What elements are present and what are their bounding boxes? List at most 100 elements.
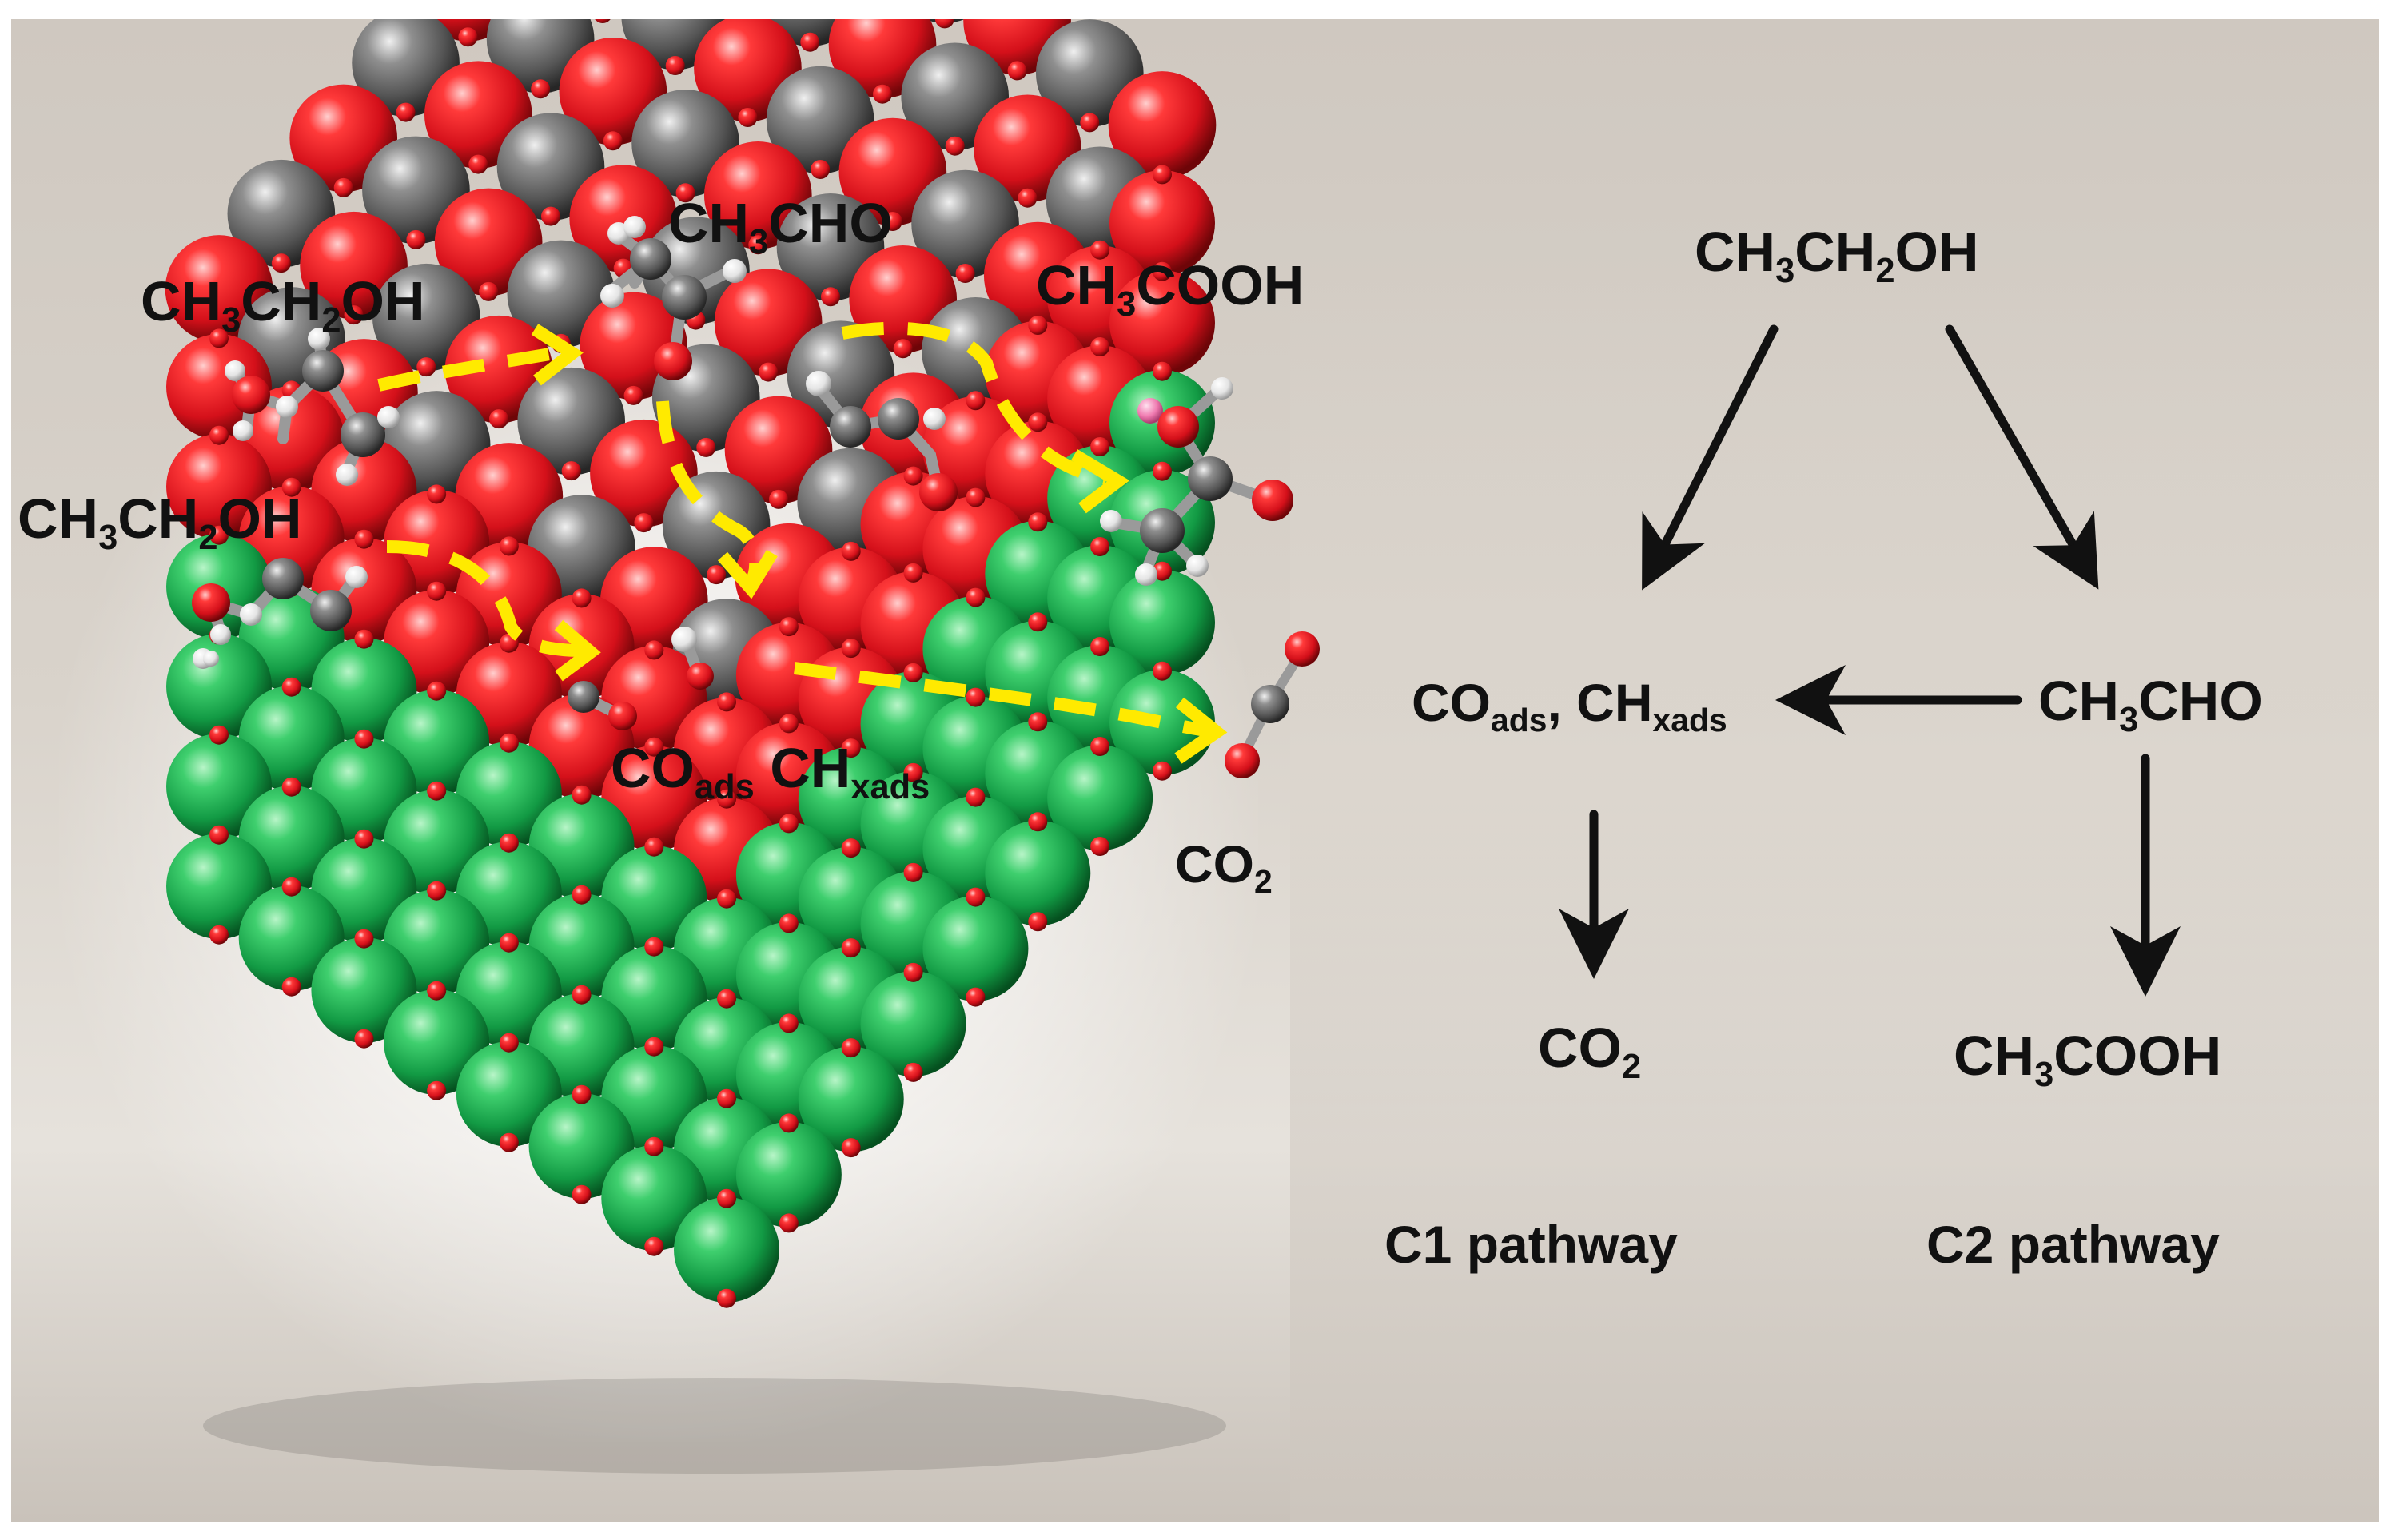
lattice-bond: [644, 1236, 664, 1256]
label-surface-adsorbates: COads CHxads: [611, 737, 930, 806]
oxygen-atom: [232, 376, 270, 414]
lattice-bond: [427, 881, 447, 901]
oxygen-atom: [687, 663, 714, 690]
lattice-bond: [644, 1136, 664, 1156]
label-acetaldehyde: CH3CHO: [668, 192, 893, 261]
lattice-bond: [903, 1062, 923, 1082]
substrate-atom: [985, 820, 1091, 926]
lattice-bond: [966, 487, 986, 507]
lattice-bond: [1153, 561, 1172, 581]
lattice-bond: [209, 925, 229, 945]
lattice-bond: [759, 362, 779, 382]
lattice-bond: [769, 489, 788, 509]
carbon-atom: [568, 681, 599, 713]
lattice-bond: [281, 477, 301, 497]
lattice-bond: [595, 19, 611, 24]
lattice-bond: [779, 1213, 799, 1233]
scheme-co2: CO2: [1538, 1017, 1642, 1086]
oxygen-atom: [1108, 71, 1217, 179]
lattice-bond: [841, 1138, 861, 1158]
catalyst-illustration: [165, 19, 2181, 1474]
carbon-atom: [262, 558, 304, 599]
label-ethanol-left: CH3CH2OH: [18, 487, 302, 557]
lattice-bond: [1090, 437, 1110, 457]
lattice-bond: [499, 833, 519, 853]
lattice-bond: [572, 885, 592, 905]
lattice-bond: [1007, 61, 1027, 81]
carbon-atom: [662, 275, 707, 320]
lattice-bond: [406, 229, 426, 249]
lattice-bond: [644, 640, 664, 660]
hydrogen-atom: [1186, 555, 1209, 577]
lattice-bond: [209, 425, 229, 445]
lattice-bond: [572, 1084, 592, 1104]
lattice-bond: [354, 729, 374, 749]
hydrogen-atom: [240, 603, 262, 626]
oxygen-atom: [1157, 406, 1199, 448]
lattice-bond: [934, 19, 954, 29]
lattice-bond: [1028, 412, 1048, 432]
lattice-bond: [281, 677, 301, 697]
lattice-bond: [1090, 240, 1110, 260]
lattice-bond: [427, 581, 447, 601]
label-acetic-acid: CH3COOH: [1036, 254, 1305, 324]
lattice-bond: [738, 108, 758, 128]
lattice-bond: [882, 212, 902, 232]
hydrogen-atom: [210, 624, 231, 645]
lattice-bond: [903, 862, 923, 882]
lattice-bond: [841, 1038, 861, 1058]
lattice-bond: [427, 484, 447, 504]
lattice-bond: [966, 391, 986, 411]
oxygen-atom: [1252, 480, 1293, 521]
carbon-atom: [1140, 508, 1185, 553]
lattice-bond: [644, 737, 664, 757]
lattice-bond: [644, 1037, 664, 1057]
scheme-ethanol: CH3CH2OH: [1695, 221, 1979, 290]
carbon-atom: [1188, 456, 1233, 501]
hydrogen-atom: [308, 328, 330, 350]
c2-pathway-label: C2 pathway: [1926, 1215, 2220, 1274]
arrow-ethanol-to-adsorbates: [1642, 324, 1779, 591]
hydrogen-atom: [723, 259, 747, 283]
lattice-bond: [1153, 261, 1172, 281]
lattice-bond: [1028, 912, 1048, 932]
scheme-acetic-acid: CH3COOH: [1954, 1025, 2222, 1094]
lattice-bond: [966, 687, 986, 707]
lattice-bond: [779, 714, 799, 734]
lattice-bond: [966, 787, 986, 807]
lattice-bond: [1153, 761, 1172, 781]
lattice-bond: [354, 1029, 374, 1049]
lattice-bond: [873, 84, 892, 104]
oxygen-atom: [654, 342, 692, 380]
lattice-bond: [209, 825, 229, 845]
lattice-bond: [903, 466, 923, 486]
hydrogen-atom: [377, 406, 400, 428]
hydrogen-atom: [1100, 510, 1122, 532]
lattice-bond: [1090, 537, 1110, 557]
lattice-bond: [1028, 612, 1048, 632]
carbon-atom: [310, 590, 352, 631]
lattice-bond: [623, 385, 643, 405]
substrate-atom: [860, 971, 966, 1077]
lattice-bond: [572, 785, 592, 805]
lattice-bond: [841, 738, 861, 758]
lattice-bond: [281, 977, 301, 997]
lattice-bond: [1028, 512, 1048, 532]
substrate-atom: [1109, 570, 1215, 675]
lattice-bond: [1028, 812, 1048, 832]
lattice-bond: [531, 79, 551, 99]
lattice-bond: [800, 32, 820, 52]
lattice-bond: [572, 588, 592, 608]
substrate-atom: [798, 1046, 904, 1152]
lattice-bond: [955, 264, 975, 284]
lattice-bond: [458, 27, 478, 47]
oxygen-atom: [1109, 270, 1215, 376]
hydrogen-atom: [806, 371, 831, 396]
hydrogen-atom: [923, 408, 946, 430]
lattice-bond: [416, 357, 436, 377]
lattice-bond: [489, 409, 508, 429]
lattice-bond: [1090, 637, 1110, 657]
lattice-bond: [893, 339, 913, 359]
figure-canvas: CH3CH2OH CH3CH2OH CH3CHO CH3COOH COads C…: [11, 19, 2379, 1522]
lattice-bond: [966, 887, 986, 907]
